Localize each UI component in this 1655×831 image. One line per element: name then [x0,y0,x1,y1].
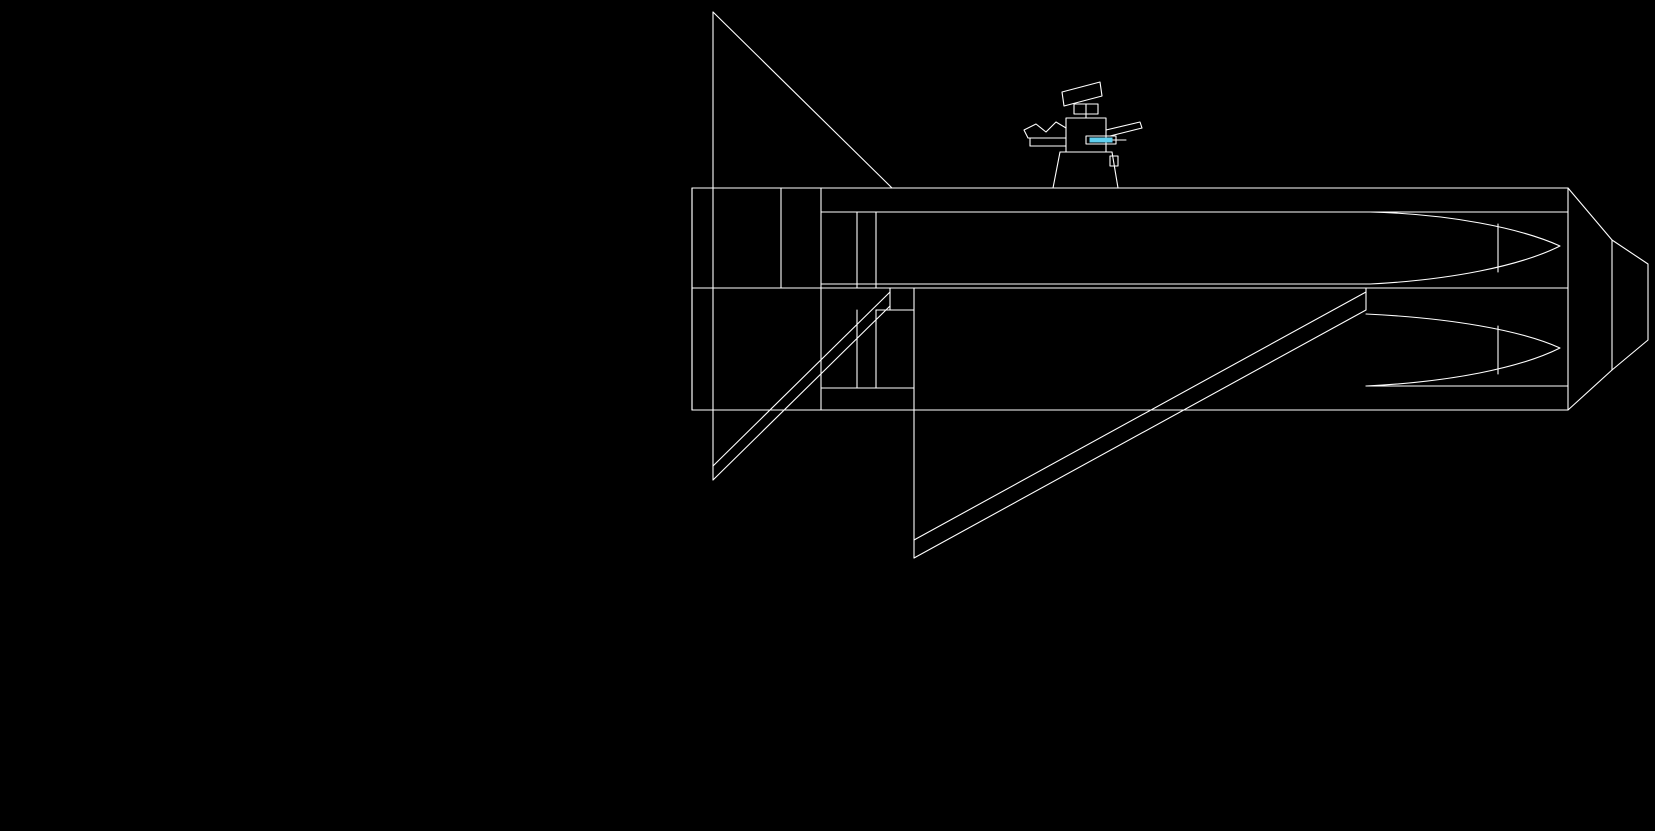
radar-mast-icon [1023,81,1143,189]
lower-rear-strut [712,291,891,481]
rear-frame [712,187,1569,481]
lower-fin [913,287,1367,559]
engine-nacelle-icon [1369,211,1561,285]
nose-cone [1567,187,1649,411]
hull-outline [691,187,1569,411]
upper-fin [712,11,893,189]
engine-nacelle-icon [1365,313,1569,387]
